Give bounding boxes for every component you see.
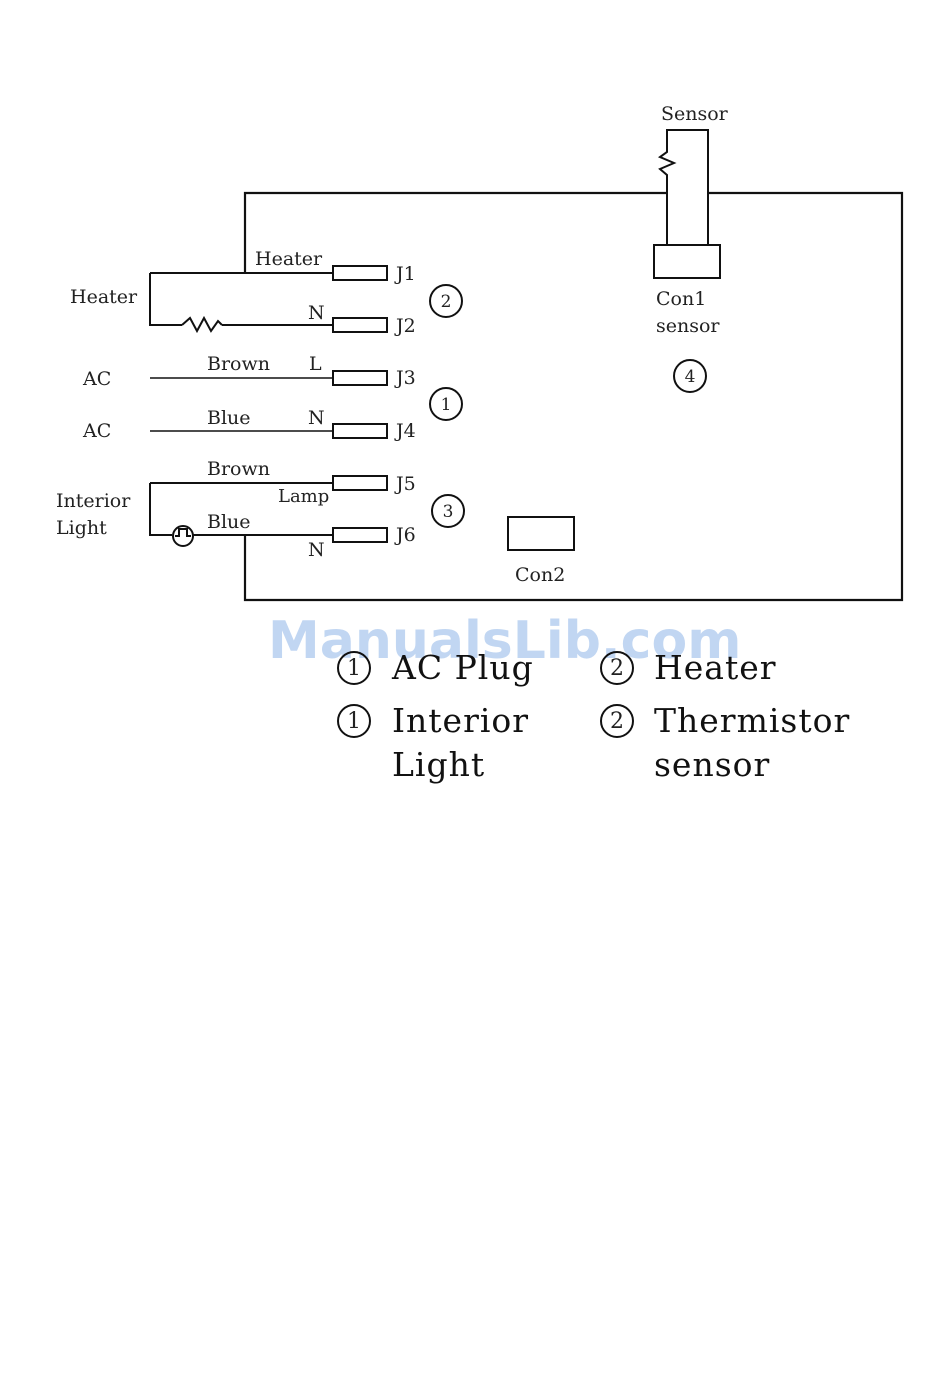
group-marker-2: 2	[430, 285, 462, 317]
terminal-j5	[333, 476, 387, 490]
sensor-assembly	[654, 130, 720, 278]
con1-sensor-label: sensor	[656, 315, 720, 337]
heater-resistor-icon	[182, 318, 222, 331]
svg-text:1: 1	[347, 709, 361, 734]
ac-circuit	[150, 371, 387, 438]
con1-connector	[654, 245, 720, 278]
wire-label-n-ac: N	[308, 407, 325, 429]
light-loop-left	[150, 483, 172, 535]
label-ac-top: AC	[82, 368, 111, 390]
label-heater: Heater	[70, 286, 138, 308]
svg-text:2: 2	[610, 709, 624, 734]
svg-text:1: 1	[347, 656, 361, 681]
svg-text:2: 2	[610, 656, 624, 681]
terminal-label-j4: J4	[394, 420, 416, 442]
label-light: Light	[56, 517, 107, 539]
wire-label-brown-lamp: Brown	[207, 458, 270, 480]
svg-text:Light: Light	[392, 745, 485, 784]
sensor-label: Sensor	[661, 103, 729, 125]
wire-label-lamp: Lamp	[278, 486, 329, 507]
group-marker-4: 4	[674, 360, 706, 392]
heater-circuit	[150, 266, 387, 332]
wire-label-blue-lamp: Blue	[207, 511, 251, 533]
terminal-label-j1: J1	[394, 263, 416, 285]
wire-label-n-lamp: N	[308, 539, 325, 561]
terminal-j4	[333, 424, 387, 438]
group-marker-1: 1	[430, 388, 462, 420]
terminal-label-j2: J2	[394, 315, 416, 337]
legend-item-thermistor-sensor: 2 Thermistor sensor	[601, 701, 850, 784]
light-circuit	[150, 476, 387, 546]
terminal-j1	[333, 266, 387, 280]
svg-text:AC Plug: AC Plug	[391, 648, 534, 687]
lamp-icon	[173, 526, 193, 546]
terminal-label-j6: J6	[394, 524, 416, 546]
heater-loop-left	[150, 273, 182, 325]
wire-label-brown-ac: Brown	[207, 353, 270, 375]
terminal-label-j3: J3	[394, 367, 416, 389]
svg-text:3: 3	[443, 502, 454, 522]
legend-item-interior-light: 1 Interior Light	[338, 701, 529, 784]
svg-text:sensor: sensor	[654, 745, 770, 784]
terminal-j3	[333, 371, 387, 385]
svg-text:1: 1	[441, 395, 452, 415]
wire-label-blue-ac: Blue	[207, 407, 251, 429]
con2-connector	[508, 517, 574, 550]
svg-text:Heater: Heater	[654, 648, 777, 687]
terminal-j2	[333, 318, 387, 332]
wire-label-heater: Heater	[255, 248, 323, 270]
label-ac-bottom: AC	[82, 420, 111, 442]
svg-text:Thermistor: Thermistor	[654, 701, 850, 740]
terminal-label-j5: J5	[394, 473, 416, 495]
svg-text:4: 4	[685, 367, 696, 387]
group-marker-3: 3	[432, 495, 464, 527]
terminal-j6	[333, 528, 387, 542]
wire-label-l: L	[309, 353, 322, 375]
label-interior: Interior	[56, 490, 131, 512]
svg-text:2: 2	[441, 292, 452, 312]
con1-label: Con1	[656, 288, 706, 310]
con2-label: Con2	[515, 564, 565, 586]
wire-label-heater-n: N	[308, 302, 325, 324]
svg-text:Interior: Interior	[392, 701, 529, 740]
